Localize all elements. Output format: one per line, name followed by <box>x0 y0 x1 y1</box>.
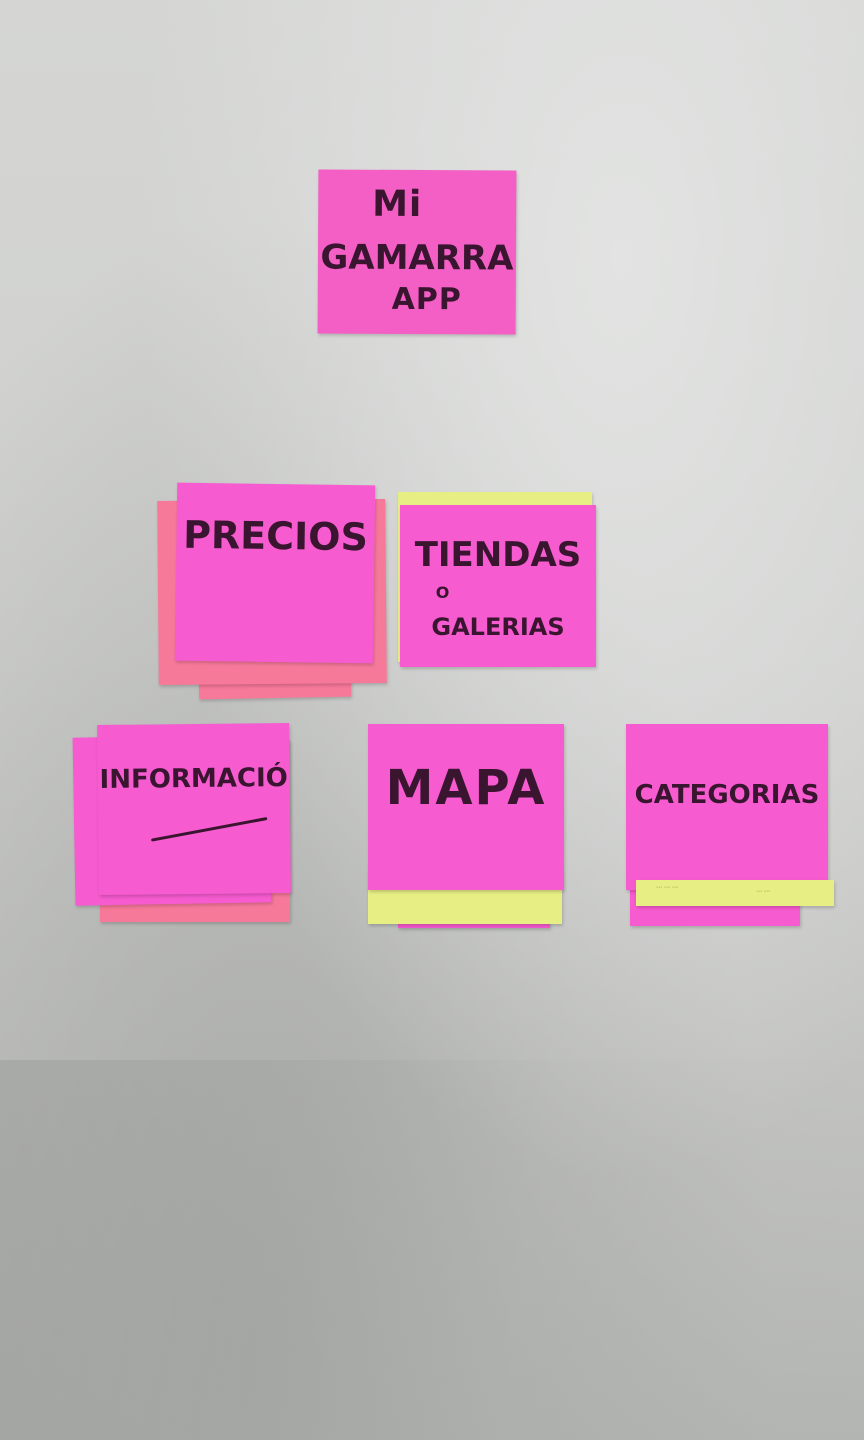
mapa-label: MAPA <box>385 760 547 816</box>
mapa-sticky-note: MAPA <box>368 724 564 890</box>
categorias-slip-scribble-2: ⋯ ⋯ <box>756 888 770 895</box>
title-line-1: Mi <box>372 183 423 226</box>
informacion-underline <box>150 817 268 842</box>
categorias-sticky-note: CATEGORIAS <box>626 724 828 890</box>
tiendas-label-line-2: O <box>435 583 451 602</box>
title-sticky-note: Mi GAMARRA APP <box>317 169 517 335</box>
wall-shadow <box>0 1060 864 1440</box>
precios-label: PRECIOS <box>182 512 369 560</box>
categorias-slip-scribble: ⋯ ⋯ ⋯ <box>656 884 678 891</box>
tiendas-label-line-3: GALERIAS <box>431 613 565 641</box>
informacion-sticky-note: INFORMACIÓ <box>97 722 291 896</box>
precios-sticky-note: PRECIOS <box>174 482 376 664</box>
title-line-2: GAMARRA <box>320 237 514 279</box>
tiendas-label-line-1: TIENDAS <box>414 535 582 575</box>
informacion-label: INFORMACIÓ <box>99 763 288 795</box>
title-line-3: APP <box>391 281 462 318</box>
tiendas-sticky-note: TIENDAS O GALERIAS <box>400 505 596 667</box>
categorias-label: CATEGORIAS <box>634 780 820 810</box>
categorias-yellow-slip: ⋯ ⋯ ⋯ ⋯ ⋯ <box>636 880 834 906</box>
